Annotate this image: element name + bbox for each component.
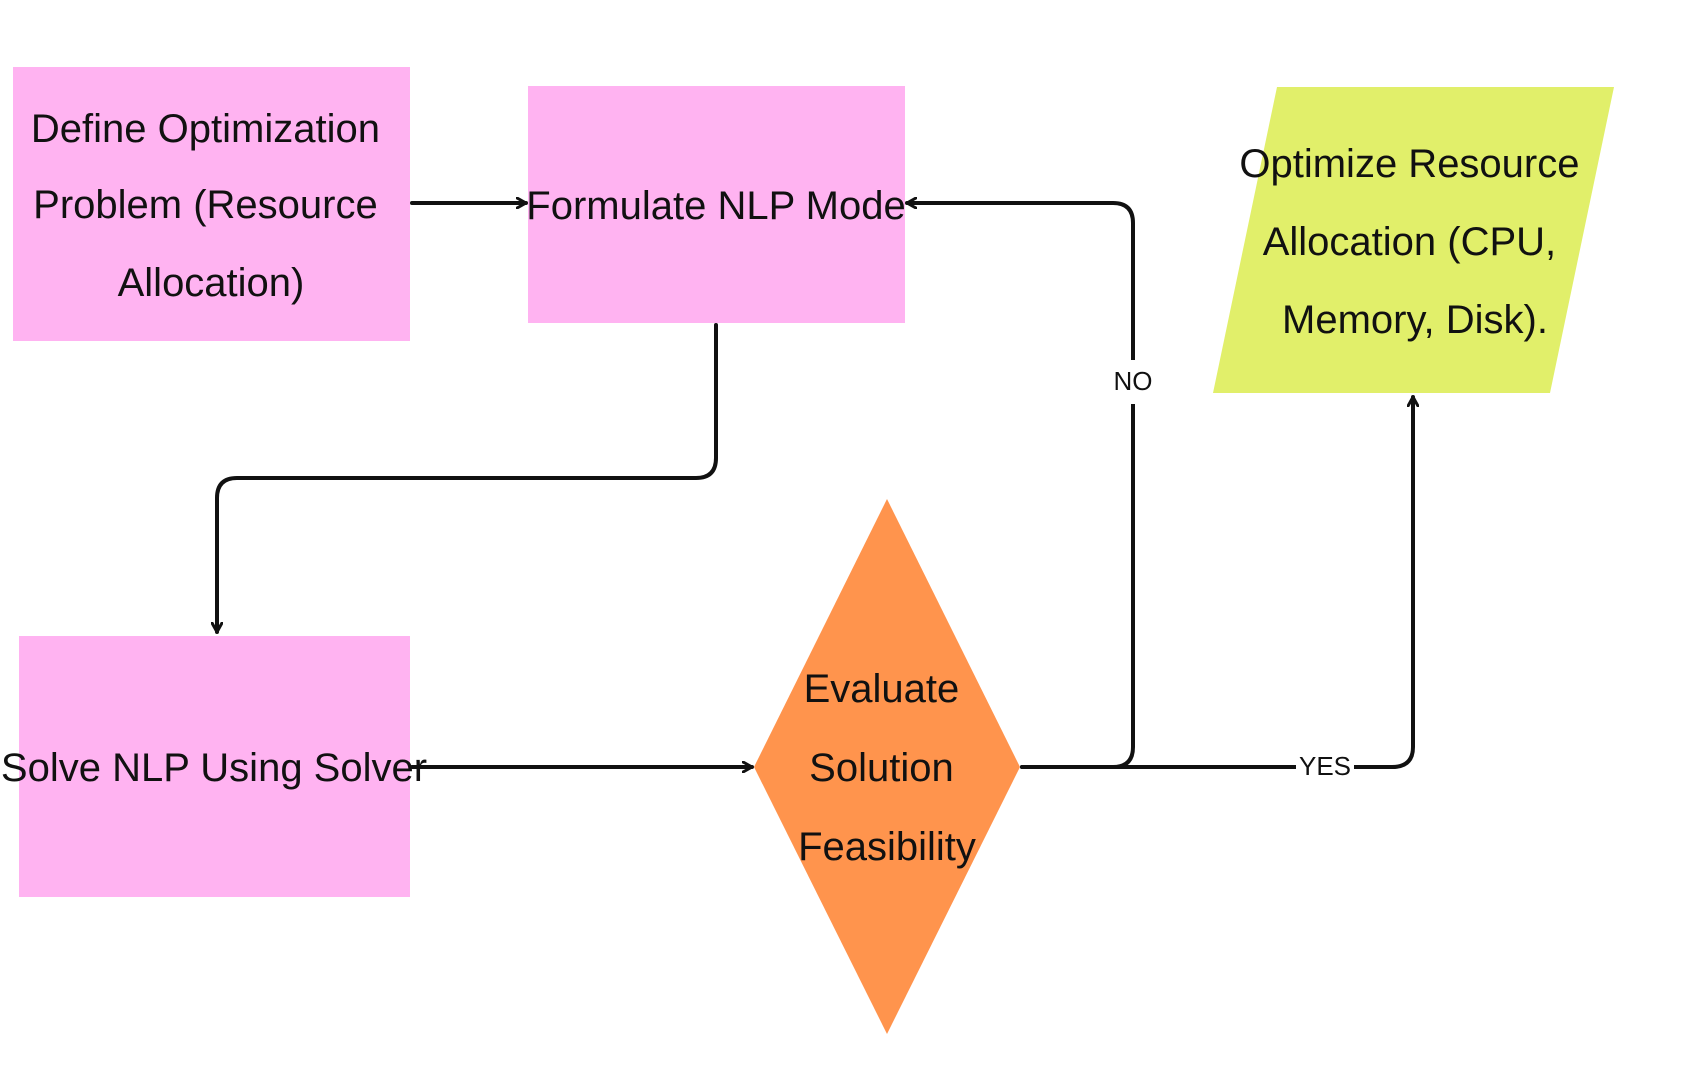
svg-text:NO: NO	[1114, 366, 1153, 396]
node-solve-nlp-label: Solve NLP Using Solver	[1, 746, 427, 790]
decision-evaluate-feasibility-label: Evaluate Solution Feasibility	[798, 667, 976, 869]
edge-evaluate-yes-to-optimize	[1020, 395, 1413, 769]
edge-label-yes: YES	[1296, 750, 1354, 784]
node-solve-nlp: Solve NLP Using Solver	[1, 636, 427, 897]
node-define-problem: Define Optimization Problem (Resource Al…	[13, 67, 410, 341]
node-formulate-model-label: Formulate NLP Mode	[526, 184, 905, 228]
node-formulate-model: Formulate NLP Mode	[526, 86, 906, 323]
output-optimize-allocation-label: Optimize Resource Allocation (CPU, Memor…	[1239, 142, 1590, 342]
edge-formulate-to-solve	[217, 323, 718, 634]
decision-evaluate-feasibility: Evaluate Solution Feasibility	[754, 499, 1020, 1034]
edge-label-no: NO	[1108, 360, 1158, 404]
output-optimize-allocation: Optimize Resource Allocation (CPU, Memor…	[1213, 87, 1614, 393]
svg-text:YES: YES	[1299, 751, 1351, 781]
node-define-problem-label: Define Optimization Problem (Resource Al…	[31, 107, 391, 305]
